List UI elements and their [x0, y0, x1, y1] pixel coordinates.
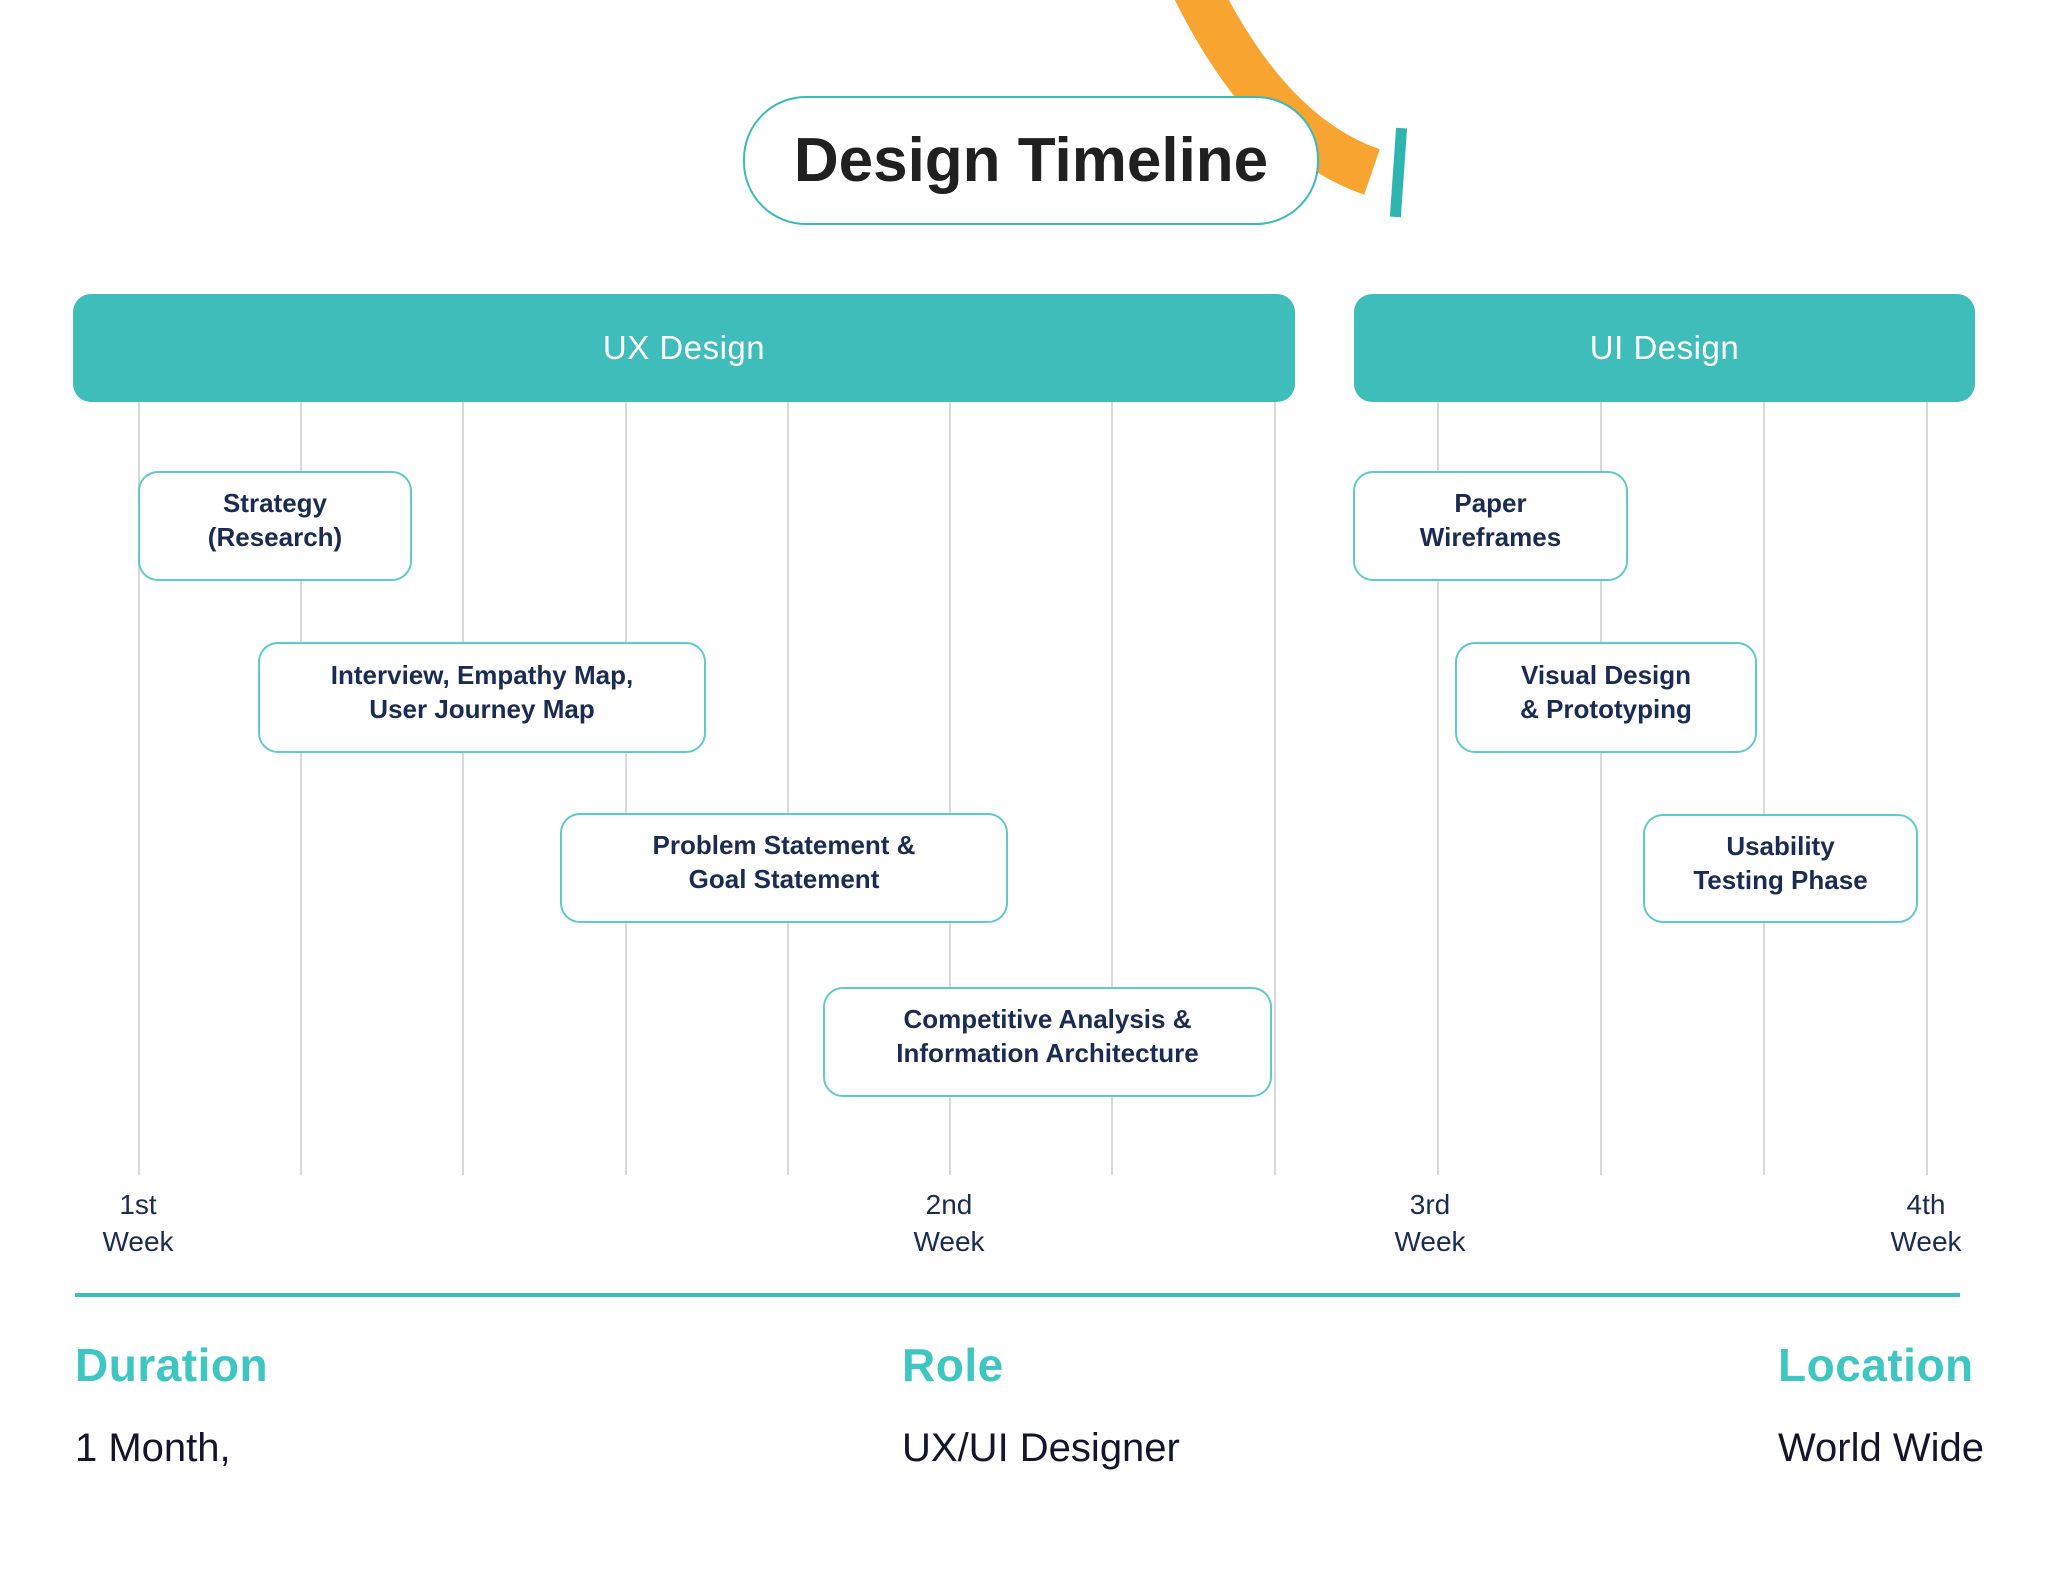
task-card-paper-wireframes: Paper Wireframes	[1353, 471, 1628, 581]
ui-design-header-bar: UI Design	[1354, 294, 1975, 402]
teal-slash-icon	[1389, 127, 1408, 218]
ux-design-header-bar: UX Design	[73, 294, 1295, 402]
gridline	[625, 402, 627, 1175]
task-text: (Research)	[207, 522, 343, 552]
week-word: Week	[1394, 1226, 1466, 1257]
task-text: Visual Design	[1520, 659, 1692, 690]
task-card-visual-design-prototyping: Visual Design & Prototyping	[1455, 642, 1757, 753]
task-text: Interview, Empathy Map,	[330, 659, 634, 690]
footer-duration: Duration 1 Month,	[75, 1338, 268, 1471]
gridline	[462, 402, 464, 1175]
duration-heading: Duration	[75, 1339, 269, 1391]
gridline	[1437, 402, 1439, 1175]
page-title: Design Timeline	[793, 126, 1269, 195]
task-card-usability-testing: Usability Testing Phase	[1643, 814, 1918, 923]
gridline	[1111, 402, 1113, 1175]
role-heading: Role	[902, 1339, 1004, 1391]
week-word: Week	[1890, 1226, 1962, 1257]
gridline	[949, 402, 951, 1175]
footer-role: Role UX/UI Designer	[902, 1338, 1180, 1471]
week-ordinal: 3rd	[1409, 1189, 1451, 1220]
task-text: Information Architecture	[896, 1038, 1199, 1068]
gridline	[1926, 402, 1928, 1175]
gridline	[1600, 402, 1602, 1175]
week-ordinal: 2nd	[925, 1189, 973, 1220]
duration-value: 1 Month,	[75, 1426, 231, 1470]
gridline	[138, 402, 140, 1175]
task-text: Problem Statement &	[652, 830, 916, 860]
task-text: Usability	[1726, 830, 1835, 861]
week-label-1st: 1st Week	[58, 1186, 218, 1260]
task-text: Strategy	[222, 488, 328, 518]
task-card-competitive-analysis-ia: Competitive Analysis & Information Archi…	[823, 987, 1272, 1097]
task-card-problem-goal-statement: Problem Statement & Goal Statement	[560, 813, 1008, 923]
week-ordinal: 4th	[1906, 1189, 1946, 1220]
ui-design-label: UI Design	[1589, 329, 1740, 366]
week-word: Week	[913, 1226, 985, 1257]
task-text: Wireframes	[1419, 522, 1562, 552]
task-text: & Prototyping	[1520, 693, 1692, 724]
gridline	[787, 402, 789, 1175]
task-text: Paper	[1454, 488, 1527, 518]
task-text: Testing Phase	[1693, 864, 1868, 895]
role-value: UX/UI Designer	[902, 1426, 1180, 1470]
week-word: Week	[102, 1226, 174, 1257]
task-text: Competitive Analysis &	[903, 1004, 1192, 1034]
ux-design-label: UX Design	[602, 329, 766, 366]
footer-location: Location World Wide	[1778, 1338, 1984, 1471]
divider-line	[75, 1293, 1960, 1297]
week-ordinal: 1st	[119, 1189, 157, 1220]
task-text: User Journey Map	[369, 693, 595, 724]
title-pill: Design Timeline	[743, 96, 1319, 225]
task-card-interview-empathy-journey: Interview, Empathy Map, User Journey Map	[258, 642, 706, 753]
gridline	[1763, 402, 1765, 1175]
orange-swoosh-icon	[1174, 0, 1381, 195]
week-label-3rd: 3rd Week	[1350, 1186, 1510, 1260]
location-heading: Location	[1778, 1339, 1974, 1391]
week-label-2nd: 2nd Week	[869, 1186, 1029, 1260]
gridline	[1274, 402, 1276, 1175]
task-text: Goal Statement	[688, 864, 880, 894]
week-label-4th: 4th Week	[1846, 1186, 2006, 1260]
task-card-strategy-research: Strategy (Research)	[138, 471, 412, 581]
gridline	[300, 402, 302, 1175]
location-value: World Wide	[1778, 1426, 1984, 1470]
